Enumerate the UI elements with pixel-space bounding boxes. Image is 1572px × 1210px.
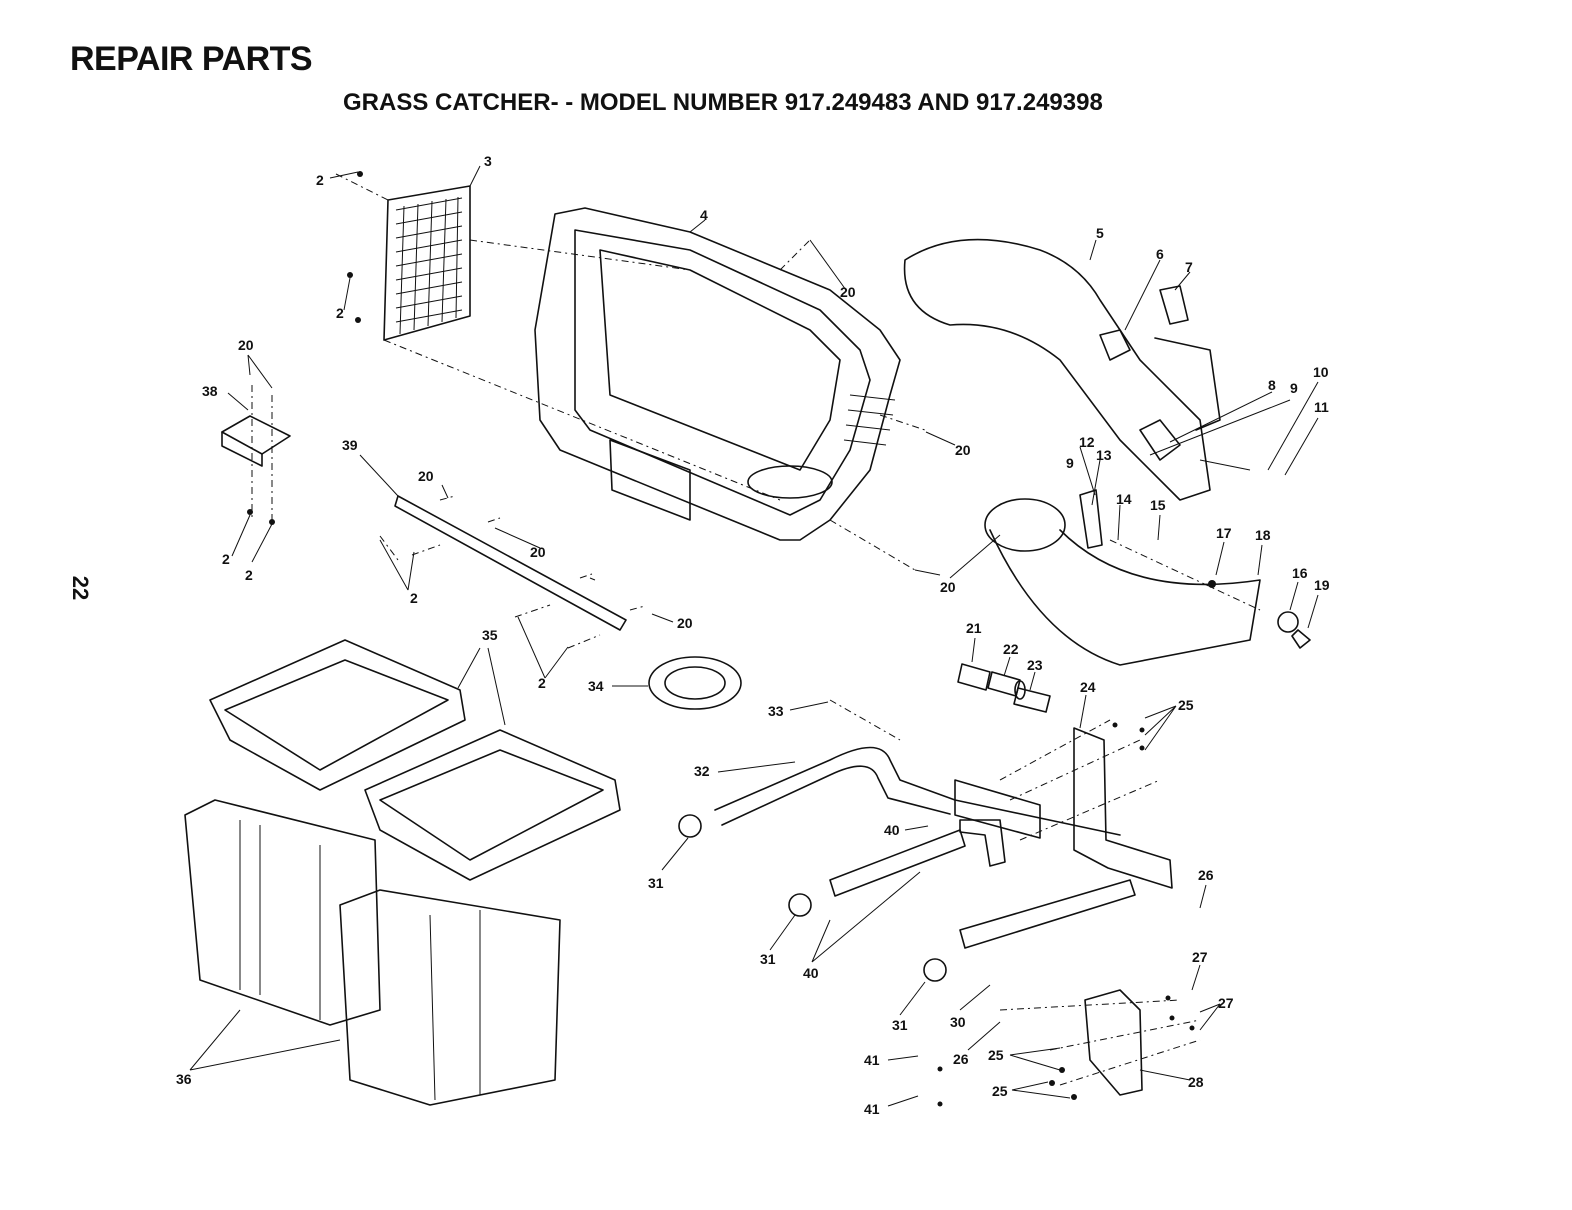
callout-label: 26 bbox=[953, 1051, 969, 1067]
callout-label: 39 bbox=[342, 437, 358, 453]
part-frame-bracket bbox=[999, 719, 1201, 1096]
callout-label: 2 bbox=[410, 590, 418, 606]
part-bags-36 bbox=[184, 799, 561, 1106]
callout-label: 27 bbox=[1218, 995, 1234, 1011]
callout-label: 4 bbox=[700, 207, 708, 223]
callout-label: 38 bbox=[202, 383, 218, 399]
callout-label: 31 bbox=[760, 951, 776, 967]
part-screen bbox=[335, 173, 781, 501]
part-chute-5 bbox=[903, 238, 1291, 501]
callout-label: 21 bbox=[966, 620, 982, 636]
callout-label: 2 bbox=[245, 567, 253, 583]
page-title: REPAIR PARTS bbox=[70, 40, 313, 78]
callout-label: 2 bbox=[222, 551, 230, 567]
callout-label: 31 bbox=[648, 875, 664, 891]
callout-label: 23 bbox=[1027, 657, 1043, 673]
callout-label: 10 bbox=[1313, 364, 1329, 380]
callout-label: 2 bbox=[316, 172, 324, 188]
callout-label: 25 bbox=[1178, 697, 1194, 713]
callout-label: 34 bbox=[588, 678, 604, 694]
callout-label: 16 bbox=[1292, 565, 1308, 581]
callout-label: 27 bbox=[1192, 949, 1208, 965]
callout-label: 30 bbox=[950, 1014, 966, 1030]
callout-label: 20 bbox=[840, 284, 856, 300]
callout-label: 2 bbox=[336, 305, 344, 321]
callout-label: 36 bbox=[176, 1071, 192, 1087]
part-ring-34 bbox=[648, 656, 742, 710]
callout-label: 11 bbox=[1314, 399, 1329, 415]
callout-label: 22 bbox=[1003, 641, 1019, 657]
callout-label: 12 bbox=[1079, 434, 1095, 450]
callout-label: 9 bbox=[1066, 455, 1074, 471]
callout-label: 9 bbox=[1290, 380, 1298, 396]
callout-label: 40 bbox=[803, 965, 819, 981]
callout-label: 20 bbox=[238, 337, 254, 353]
callout-label: 20 bbox=[940, 579, 956, 595]
callout-label: 2 bbox=[538, 675, 546, 691]
callout-label: 20 bbox=[955, 442, 971, 458]
callout-label: 26 bbox=[1198, 867, 1214, 883]
callout-label: 6 bbox=[1156, 246, 1164, 262]
callout-label: 3 bbox=[484, 153, 492, 169]
callout-label: 7 bbox=[1185, 259, 1193, 275]
callout-label: 17 bbox=[1216, 525, 1232, 541]
callout-label: 13 bbox=[1096, 447, 1112, 463]
callout-label: 5 bbox=[1096, 225, 1104, 241]
callout-label: 28 bbox=[1188, 1074, 1204, 1090]
part-hopper bbox=[534, 207, 926, 571]
part-tube-32 bbox=[678, 699, 1136, 982]
callout-label: 35 bbox=[482, 627, 498, 643]
part-bag-frames-35 bbox=[209, 639, 621, 881]
part-deflector-18 bbox=[984, 489, 1311, 666]
callout-label: 41 bbox=[864, 1052, 880, 1068]
diagram-subtitle: GRASS CATCHER- - MODEL NUMBER 917.249483… bbox=[343, 89, 1103, 116]
callout-label: 20 bbox=[530, 544, 546, 560]
hardware-dots bbox=[347, 171, 1216, 1107]
callout-label: 14 bbox=[1116, 491, 1132, 507]
callout-labels: 2 3 2 20 38 2 2 39 20 20 2 20 2 4 20 20 … bbox=[176, 153, 1330, 1117]
part-strip-39 bbox=[379, 495, 646, 649]
callout-label: 24 bbox=[1080, 679, 1096, 695]
callout-label: 25 bbox=[992, 1083, 1008, 1099]
callout-label: 25 bbox=[988, 1047, 1004, 1063]
part-spring-set bbox=[957, 663, 1051, 713]
callout-label: 33 bbox=[768, 703, 784, 719]
callout-label: 32 bbox=[694, 763, 710, 779]
leader-lines bbox=[227, 165, 1319, 1107]
callout-label: 41 bbox=[864, 1101, 880, 1117]
callout-label: 15 bbox=[1150, 497, 1166, 513]
part-bracket-38 bbox=[221, 385, 291, 525]
callout-label: 19 bbox=[1314, 577, 1330, 593]
callout-label: 20 bbox=[677, 615, 693, 631]
callout-label: 31 bbox=[892, 1017, 908, 1033]
callout-label: 40 bbox=[884, 822, 900, 838]
callout-label: 8 bbox=[1268, 377, 1276, 393]
callout-label: 18 bbox=[1255, 527, 1271, 543]
callout-label: 20 bbox=[418, 468, 434, 484]
